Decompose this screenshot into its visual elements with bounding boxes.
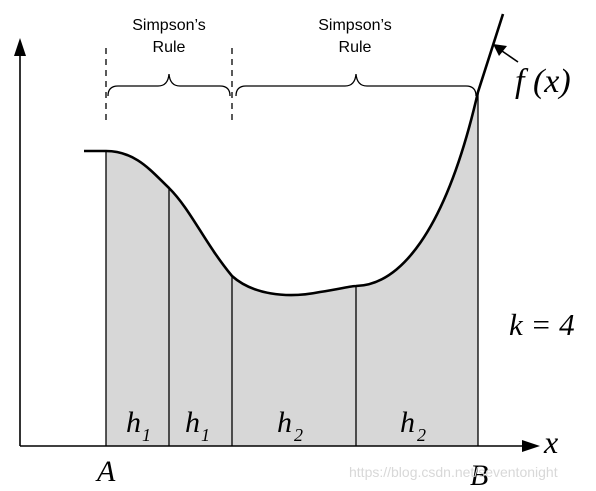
- endpoint-label-a: A: [95, 455, 116, 488]
- interval-label-2-sub: 1: [201, 425, 210, 445]
- interval-label-4-main: h: [400, 406, 415, 439]
- y-axis-arrowhead: [14, 38, 26, 56]
- shaded-area: [106, 92, 478, 446]
- function-label-arrowhead: [493, 44, 507, 56]
- brace-label-left-line1: Simpson’s: [132, 17, 206, 34]
- brace-label-right-line2: Rule: [339, 39, 372, 56]
- interval-label-1-main: h: [126, 406, 141, 439]
- endpoint-label-b: B: [470, 459, 488, 491]
- interval-label-3-main: h: [277, 406, 292, 439]
- interval-label-3-sub: 2: [294, 425, 303, 445]
- brace-left: [107, 73, 231, 97]
- interval-label-1-sub: 1: [142, 425, 151, 445]
- k-label: k = 4: [509, 307, 575, 342]
- x-axis-arrowhead: [522, 440, 540, 452]
- function-label-arrow: [501, 50, 519, 63]
- interval-label-2-main: h: [185, 406, 200, 439]
- function-label: f (x): [515, 63, 571, 100]
- function-curve: [84, 13, 505, 297]
- x-axis-label: x: [543, 424, 558, 460]
- brace-label-left-line2: Rule: [153, 39, 186, 56]
- brace-right: [235, 73, 477, 97]
- brace-label-right-line1: Simpson’s: [318, 17, 392, 34]
- watermark-text: https://blog.csdn.net/seventonight: [349, 464, 558, 480]
- interval-label-4-sub: 2: [417, 425, 426, 445]
